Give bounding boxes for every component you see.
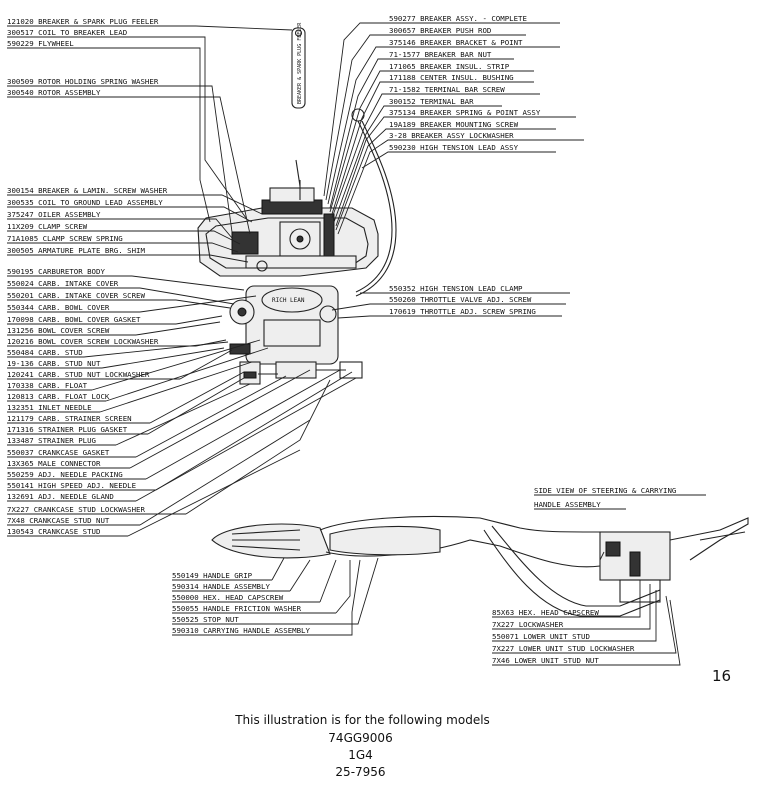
model-number: 25-7956 (335, 765, 386, 779)
part-label: 550260 THROTTLE VALVE ADJ. SCREW (389, 295, 532, 304)
part-label: 550037 CRANKCASE GASKET (7, 448, 110, 457)
steering-leaders (580, 551, 681, 666)
feeler-gauge-text: BREAKER & SPARK PLUG FEELER (297, 22, 303, 104)
part-label: 300509 ROTOR HOLDING SPRING WASHER (7, 77, 159, 86)
part-label: 7X227 LOWER UNIT STUD LOCKWASHER (492, 644, 635, 653)
part-label: 550149 HANDLE GRIP (172, 571, 253, 580)
part-label: 375247 OILER ASSEMBLY (7, 210, 101, 219)
part-label: 375146 BREAKER BRACKET & POINT (389, 38, 523, 47)
part-label: 550525 STOP NUT (172, 615, 239, 624)
part-label: 300540 ROTOR ASSEMBLY (7, 88, 101, 97)
right-leaders-mid (331, 292, 389, 319)
part-label: 71-1577 BREAKER BAR NUT (389, 50, 492, 59)
part-label: 132691 ADJ. NEEDLE GLAND (7, 492, 114, 501)
part-label: 550024 CARB. INTAKE COVER (7, 279, 119, 288)
part-label: 85X63 HEX. HEAD CAPSCREW (492, 608, 599, 617)
part-label: 171316 STRAINER PLUG GASKET (7, 425, 128, 434)
carb-embossed-text: RICH LEAN (272, 297, 305, 304)
part-label: 590229 FLYWHEEL (7, 39, 74, 48)
part-label: 300517 COIL TO BREAKER LEAD (7, 28, 127, 37)
part-label: 590230 HIGH TENSION LEAD ASSY (389, 143, 519, 152)
part-label: 132351 INLET NEEDLE (7, 403, 92, 412)
part-label: 300657 BREAKER PUSH ROD (389, 26, 491, 35)
part-label: 590314 HANDLE ASSEMBLY (172, 582, 270, 591)
left-labels-top: 121020 BREAKER & SPARK PLUG FEELER 30051… (7, 17, 196, 98)
part-label: 375134 BREAKER SPRING & POINT ASSY (389, 108, 541, 117)
part-label: 550000 HEX. HEAD CAPSCREW (172, 593, 284, 602)
part-label: 13X365 MALE CONNECTOR (7, 459, 101, 468)
handle-labels: 550149 HANDLE GRIP 590314 HANDLE ASSEMBL… (172, 571, 344, 636)
part-label: 7X227 CRANKCASE STUD LOCKWASHER (7, 505, 145, 514)
right-leaders-top (323, 22, 389, 235)
part-label: 7X46 LOWER UNIT STUD NUT (492, 656, 599, 665)
part-label: 170619 THROTTLE ADJ. SCREW SPRING (389, 307, 536, 316)
part-label: 300152 TERMINAL BAR (389, 97, 474, 106)
left-leaders-top (92, 25, 293, 235)
part-label: 550352 HIGH TENSION LEAD CLAMP (389, 284, 523, 293)
part-label: 7X227 LOCKWASHER (492, 620, 564, 629)
model-number: 1G4 (348, 748, 373, 762)
part-label: 550071 LOWER UNIT STUD (492, 632, 590, 641)
part-label: 300535 COIL TO GROUND LEAD ASSEMBLY (7, 198, 163, 207)
right-labels-top: 590277 BREAKER ASSY. - COMPLETE 300657 B… (389, 14, 584, 153)
side-view-title: SIDE VIEW OF STEERING & CARRYING HANDLE … (534, 486, 706, 510)
part-label: 120216 BOWL COVER SCREW LOCKWASHER (7, 337, 159, 346)
part-label: 171065 BREAKER INSUL. STRIP (389, 62, 510, 71)
part-label: 550344 CARB. BOWL COVER (7, 303, 110, 312)
part-label: 550141 HIGH SPEED ADJ. NEEDLE (7, 481, 136, 490)
steering-labels: 85X63 HEX. HEAD CAPSCREW 7X227 LOCKWASHE… (492, 608, 670, 666)
models-caption: This illustration is for the following m… (235, 713, 490, 727)
part-label: 19A189 BREAKER MOUNTING SCREW (389, 120, 519, 129)
part-label: 120813 CARB. FLOAT LOCK (7, 392, 110, 401)
flywheel-housing-illustration (197, 159, 379, 277)
feeler-gauge-illustration: BREAKER & SPARK PLUG FEELER (291, 22, 306, 109)
handle-assembly-illustration (211, 515, 749, 617)
handle-leaders (252, 557, 379, 636)
part-label: 171188 CENTER INSUL. BUSHING (389, 73, 514, 82)
part-label: 120241 CARB. STUD NUT LOCKWASHER (7, 370, 150, 379)
part-label: 170098 CARB. BOWL COVER GASKET (7, 315, 141, 324)
side-view-title-line1: SIDE VIEW OF STEERING & CARRYING (534, 486, 676, 495)
part-label: 19-136 CARB. STUD NUT (7, 359, 101, 368)
right-labels-mid: 550352 HIGH TENSION LEAD CLAMP 550260 TH… (389, 284, 570, 317)
part-label: 170338 CARB. FLOAT (7, 381, 88, 390)
carburetor-illustration: RICH LEAN (229, 285, 363, 385)
part-label: 550259 ADJ. NEEDLE PACKING (7, 470, 123, 479)
part-label: 550201 CARB. INTAKE COVER SCREW (7, 291, 145, 300)
part-label: 550055 HANDLE FRICTION WASHER (172, 604, 302, 613)
side-view-title-line2: HANDLE ASSEMBLY (534, 500, 601, 509)
part-label: 121020 BREAKER & SPARK PLUG FEELER (7, 17, 159, 26)
part-label: 71-1582 TERMINAL BAR SCREW (389, 85, 505, 94)
part-label: 550484 CARB. STUD (7, 348, 83, 357)
part-label: 130543 CRANKCASE STUD (7, 527, 100, 536)
part-label: 300505 ARMATURE PLATE BRG. SHIM (7, 246, 145, 255)
part-label: 3-28 BREAKER ASSY LOCKWASHER (389, 131, 514, 140)
part-label: 590310 CARRYING HANDLE ASSEMBLY (172, 626, 310, 635)
part-label: 131256 BOWL COVER SCREW (7, 326, 110, 335)
part-label: 71A1085 CLAMP SCREW SPRING (7, 234, 123, 243)
left-leaders-lower (83, 194, 357, 537)
part-label: 133487 STRAINER PLUG (7, 436, 96, 445)
part-label: 590277 BREAKER ASSY. - COMPLETE (389, 14, 527, 23)
model-number: 74GG9006 (328, 731, 393, 745)
part-label: 590195 CARBURETOR BODY (7, 267, 105, 276)
part-label: 11X209 CLAMP SCREW (7, 222, 88, 231)
part-label: 300154 BREAKER & LAMIN. SCREW WASHER (7, 186, 168, 195)
page-number: 16 (712, 667, 732, 685)
part-label: 7X48 CRANKCASE STUD NUT (7, 516, 110, 525)
part-label: 121179 CARB. STRAINER SCREEN (7, 414, 132, 423)
left-labels-lower: 300154 BREAKER & LAMIN. SCREW WASHER 300… (7, 186, 208, 537)
